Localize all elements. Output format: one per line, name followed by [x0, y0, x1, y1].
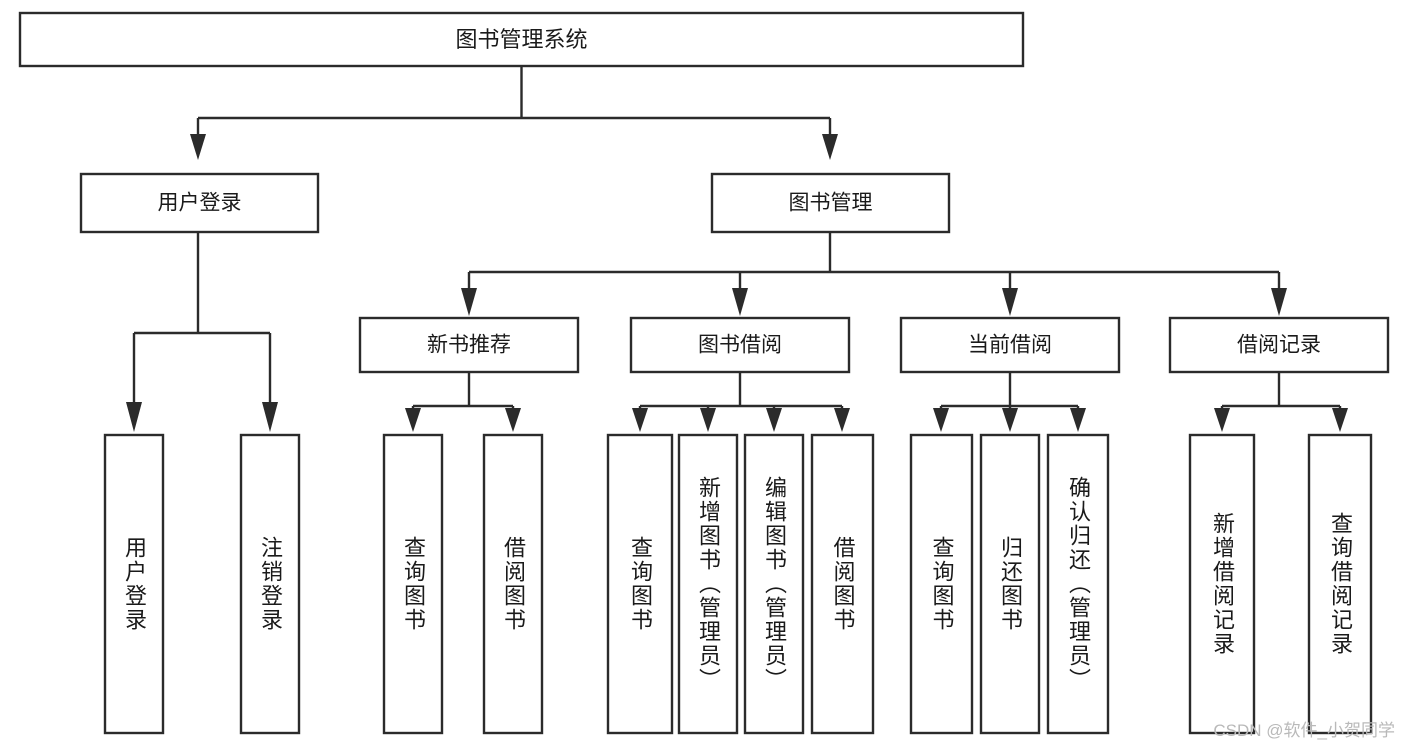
arrow-head-leaf-borrow-book-2 [834, 408, 850, 432]
leaf-box-query-book-2[interactable] [606, 433, 674, 735]
leaf-box-user-login[interactable] [103, 433, 165, 735]
node-new-book-recommend[interactable]: 新书推荐 [358, 316, 580, 374]
leaf-box-logout[interactable] [239, 433, 301, 735]
node-current-borrow-box[interactable] [899, 316, 1121, 374]
leaf-box-query-record[interactable] [1307, 433, 1373, 735]
connector-group-borrow-record [1214, 372, 1348, 432]
leaf-box-query-book-3[interactable] [909, 433, 974, 735]
node-root-label: 图书管理系统 [455, 27, 587, 52]
node-new-book-recommend-label: 新书推荐 [427, 334, 511, 357]
node-user-login-box[interactable] [79, 172, 320, 234]
node-user-login-label: 用户登录 [158, 192, 242, 215]
connector-group-book-manage [461, 232, 1287, 316]
arrow-head-current-borrow [1002, 288, 1018, 316]
node-new-book-recommend-box[interactable] [358, 316, 580, 374]
node-borrow-record-label: 借阅记录 [1237, 334, 1321, 357]
leaf-box-add-book[interactable] [677, 433, 739, 735]
node-book-borrow-label: 图书借阅 [698, 334, 782, 357]
arrow-head-leaf-borrow-book-1 [505, 408, 521, 432]
node-user-login[interactable]: 用户登录 [79, 172, 320, 234]
connector-group-user-login [126, 232, 278, 432]
node-book-manage-box[interactable] [710, 172, 951, 234]
arrow-head-borrow-record [1271, 288, 1287, 316]
node-book-borrow-box[interactable] [629, 316, 851, 374]
arrow-head-leaf-confirm-return [1070, 408, 1086, 432]
node-current-borrow[interactable]: 当前借阅 [899, 316, 1121, 374]
node-borrow-record-box[interactable] [1168, 316, 1390, 374]
arrow-head-leaf-add-book [700, 408, 716, 432]
arrow-head-leaf-user-login [126, 402, 142, 432]
arrow-head-leaf-query-book-2 [632, 408, 648, 432]
connector-group-current-borrow [933, 372, 1086, 432]
node-book-borrow[interactable]: 图书借阅 [629, 316, 851, 374]
node-root[interactable]: 图书管理系统 [18, 11, 1025, 68]
leaf-box-query-book-1[interactable] [382, 433, 444, 735]
arrow-head-leaf-query-book-3 [933, 408, 949, 432]
connector-group-new-book-recommend [405, 372, 521, 432]
arrow-head-leaf-query-book-1 [405, 408, 421, 432]
leaf-box-borrow-book-1[interactable] [482, 433, 544, 735]
node-book-manage[interactable]: 图书管理 [710, 172, 951, 234]
arrow-head-user-login [190, 134, 206, 160]
arrow-head-leaf-add-record [1214, 408, 1230, 432]
leaf-box-borrow-book-2[interactable] [810, 433, 875, 735]
leaf-box-confirm-return[interactable] [1046, 433, 1110, 735]
arrow-head-book-borrow [732, 288, 748, 316]
arrow-head-leaf-edit-book [766, 408, 782, 432]
watermark-text: CSDN @软件_小贺同学 [1213, 721, 1395, 740]
connector-group-root [190, 66, 838, 160]
node-root-box[interactable] [18, 11, 1025, 68]
arrow-head-leaf-logout [262, 402, 278, 432]
arrow-head-leaf-query-record [1332, 408, 1348, 432]
leaf-box-edit-book[interactable] [743, 433, 805, 735]
node-borrow-record[interactable]: 借阅记录 [1168, 316, 1390, 374]
leaf-box-return-book[interactable] [979, 433, 1041, 735]
node-current-borrow-label: 当前借阅 [968, 334, 1052, 357]
connector-group-book-borrow [632, 372, 850, 432]
arrow-head-book-manage [822, 134, 838, 160]
arrow-head-leaf-return-book [1002, 408, 1018, 432]
leaf-box-add-record[interactable] [1188, 433, 1256, 735]
node-book-manage-label: 图书管理 [789, 192, 873, 215]
arrow-head-new-book-recommend [461, 288, 477, 316]
